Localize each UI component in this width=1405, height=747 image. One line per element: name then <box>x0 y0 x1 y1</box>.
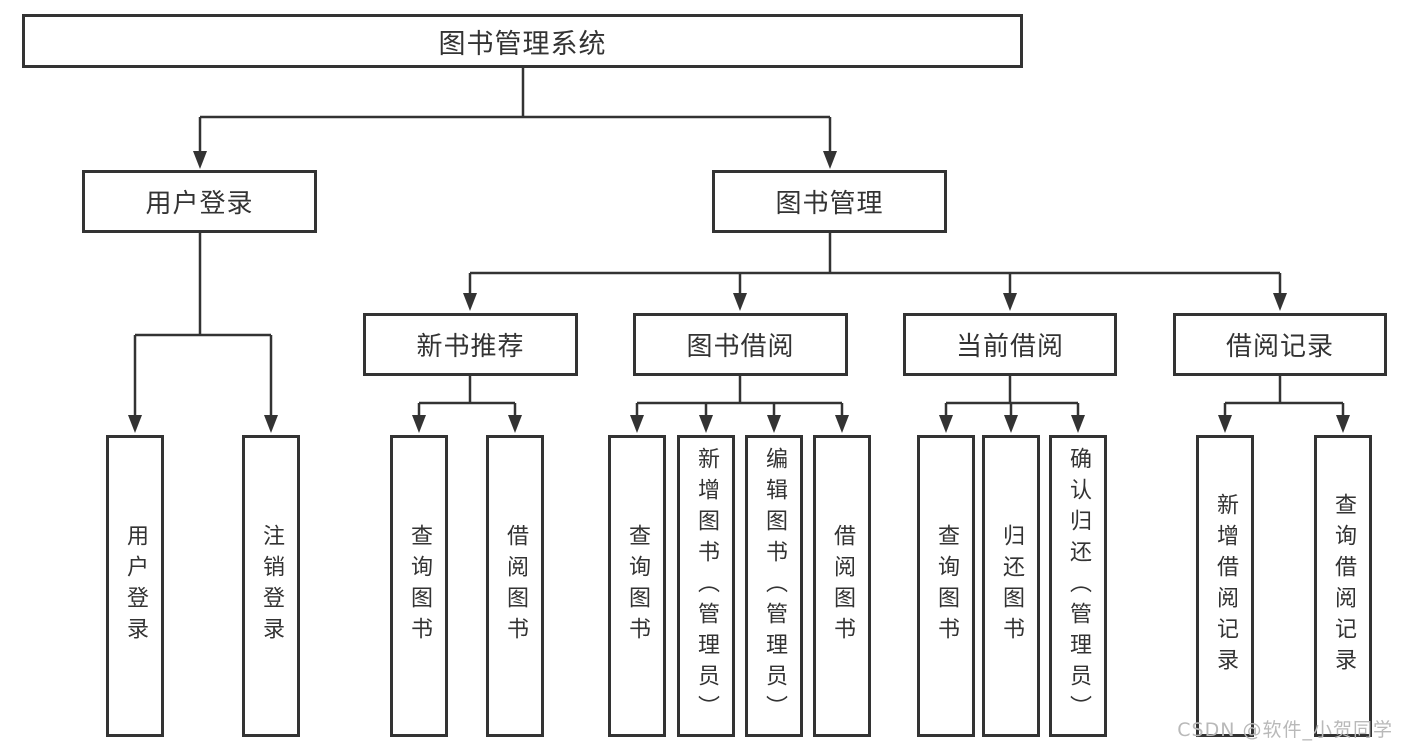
leaf-newbook-borrow-books: 借阅图书 <box>486 435 544 737</box>
node-root: 图书管理系统 <box>22 14 1023 68</box>
node-user-login-label: 用户登录 <box>145 189 254 219</box>
arrow-down-icon <box>733 293 747 311</box>
leaf-current-confirm-return-admin-label: 确认归还（管理员） <box>1066 446 1091 726</box>
node-user-login: 用户登录 <box>82 170 317 233</box>
leaf-borrow-query-books-label: 查询图书 <box>625 524 650 648</box>
node-book-management-label: 图书管理 <box>775 189 884 219</box>
bookborrow-to-leaves-line <box>635 376 844 416</box>
arrow-down-icon <box>939 415 953 433</box>
arrow-down-icon <box>1218 415 1232 433</box>
userlogin-to-leaves-line <box>133 233 273 416</box>
leaf-current-return-books: 归还图书 <box>982 435 1040 737</box>
arrow-down-icon <box>463 293 477 311</box>
leaf-borrow-add-books-admin-label: 新增图书（管理员） <box>694 446 719 726</box>
arrow-down-icon <box>699 415 713 433</box>
arrow-down-icon <box>630 415 644 433</box>
leaf-records-query-record: 查询借阅记录 <box>1314 435 1372 737</box>
arrow-down-icon <box>193 151 207 169</box>
arrow-down-icon <box>508 415 522 433</box>
node-current-borrow-label: 当前借阅 <box>955 332 1064 362</box>
arrow-down-icon <box>1003 293 1017 311</box>
arrow-down-icon <box>835 415 849 433</box>
node-root-label: 图书管理系统 <box>438 28 607 60</box>
watermark: CSDN @软件_小贺同学 <box>1177 719 1393 741</box>
node-borrow-records-label: 借阅记录 <box>1225 332 1334 362</box>
node-new-book-recommend-label: 新书推荐 <box>416 332 525 362</box>
leaf-borrow-edit-books-admin-label: 编辑图书（管理员） <box>762 446 787 726</box>
leaf-newbook-query-books-label: 查询图书 <box>407 524 432 648</box>
arrow-down-icon <box>1273 293 1287 311</box>
node-new-book-recommend: 新书推荐 <box>363 313 578 376</box>
currentborrow-to-leaves-line <box>944 376 1080 416</box>
node-borrow-records: 借阅记录 <box>1173 313 1387 376</box>
leaf-user-login-label: 用户登录 <box>123 524 148 648</box>
leaf-borrow-edit-books-admin: 编辑图书（管理员） <box>745 435 803 737</box>
leaf-logout-label: 注销登录 <box>259 524 284 648</box>
leaf-current-query-books: 查询图书 <box>917 435 975 737</box>
leaf-newbook-query-books: 查询图书 <box>390 435 448 737</box>
leaf-current-confirm-return-admin: 确认归还（管理员） <box>1049 435 1107 737</box>
leaf-borrow-borrow-books-label: 借阅图书 <box>830 524 855 648</box>
leaf-records-add-record: 新增借阅记录 <box>1196 435 1254 737</box>
node-book-borrow: 图书借阅 <box>633 313 848 376</box>
leaf-borrow-add-books-admin: 新增图书（管理员） <box>677 435 735 737</box>
node-book-borrow-label: 图书借阅 <box>686 332 795 362</box>
arrow-down-icon <box>128 415 142 433</box>
newbook-to-leaves-line <box>417 376 517 416</box>
leaf-logout: 注销登录 <box>242 435 300 737</box>
arrow-down-icon <box>412 415 426 433</box>
arrow-down-icon <box>823 151 837 169</box>
leaf-records-add-record-label: 新增借阅记录 <box>1213 493 1238 679</box>
leaf-newbook-borrow-books-label: 借阅图书 <box>503 524 528 648</box>
leaf-records-query-record-label: 查询借阅记录 <box>1331 493 1356 679</box>
leaf-borrow-query-books: 查询图书 <box>608 435 666 737</box>
leaf-current-query-books-label: 查询图书 <box>934 524 959 648</box>
arrow-down-icon <box>1071 415 1085 433</box>
arrow-down-icon <box>767 415 781 433</box>
arrow-down-icon <box>264 415 278 433</box>
leaf-user-login: 用户登录 <box>106 435 164 737</box>
arrowheads <box>128 151 1350 433</box>
bookmgmt-to-level3-line <box>468 233 1282 294</box>
root-to-level2-line <box>198 68 832 152</box>
arrow-down-icon <box>1004 415 1018 433</box>
arrow-down-icon <box>1336 415 1350 433</box>
records-to-leaves-line <box>1223 376 1345 416</box>
node-current-borrow: 当前借阅 <box>903 313 1117 376</box>
node-book-management: 图书管理 <box>712 170 947 233</box>
leaf-borrow-borrow-books: 借阅图书 <box>813 435 871 737</box>
leaf-current-return-books-label: 归还图书 <box>999 524 1024 648</box>
